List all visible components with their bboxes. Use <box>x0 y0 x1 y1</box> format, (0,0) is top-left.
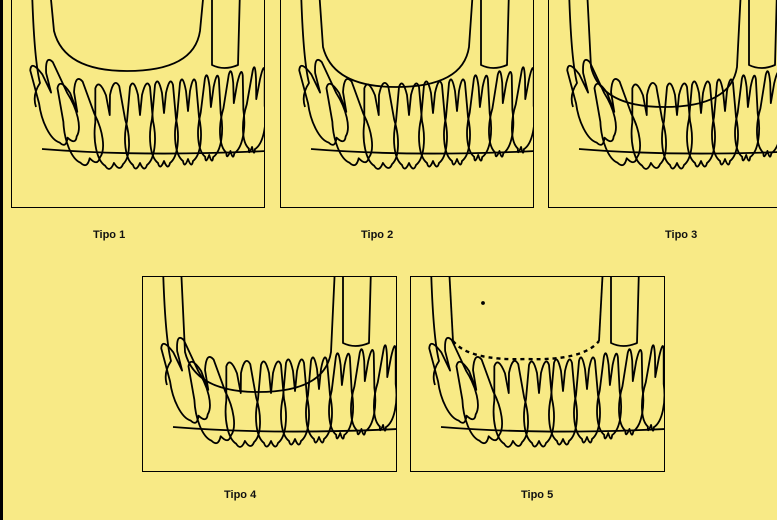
tooth-2 <box>451 355 508 447</box>
panel-tipo-3 <box>548 0 777 208</box>
zygomatic-buttress <box>611 277 639 346</box>
sinus-outline <box>587 0 741 107</box>
tooth-6 <box>574 357 600 442</box>
line-art-group <box>293 0 534 170</box>
sinus-floor-dashed <box>453 341 599 359</box>
tooth-2 <box>589 77 646 169</box>
tooth-9 <box>241 67 265 154</box>
panel-tipo-4 <box>142 276 397 472</box>
zygomatic-buttress <box>481 0 509 68</box>
panel-tipo-5 <box>410 276 665 472</box>
tooth-7 <box>596 353 623 439</box>
tooth-2 <box>321 77 378 169</box>
tooth-9 <box>640 345 665 432</box>
dot-mark <box>482 302 484 304</box>
tooth-6 <box>306 357 332 442</box>
sinus-outline <box>50 0 204 71</box>
panel-tipo-2 <box>280 0 534 208</box>
sinus-outline <box>181 277 335 392</box>
tooth-8 <box>755 71 777 158</box>
sinus-wall-right <box>599 277 603 341</box>
caption-tipo-4: Tipo 4 <box>224 489 256 501</box>
tooth-7 <box>734 75 761 161</box>
maxilla-teeth-drawing-tipo-1 <box>12 0 265 208</box>
maxilla-teeth-drawing-tipo-5 <box>411 277 665 472</box>
zygomatic-buttress <box>749 0 777 68</box>
caption-tipo-3: Tipo 3 <box>665 229 697 241</box>
tooth-9 <box>510 67 534 154</box>
tooth-7 <box>328 353 355 439</box>
line-art-group <box>561 0 777 170</box>
tooth-6 <box>175 79 201 164</box>
sinus-wall-left <box>449 277 453 341</box>
tooth-6 <box>444 79 470 164</box>
caption-tipo-1: Tipo 1 <box>93 229 125 241</box>
tooth-7 <box>466 75 493 161</box>
maxilla-teeth-drawing-tipo-4 <box>143 277 397 472</box>
zygomatic-buttress <box>343 277 371 346</box>
caption-tipo-5: Tipo 5 <box>521 489 553 501</box>
sinus-outline <box>319 0 473 87</box>
maxilla-teeth-drawing-tipo-3 <box>549 0 777 208</box>
line-art-group <box>423 277 665 448</box>
zygomatic-buttress <box>212 0 240 68</box>
tooth-2 <box>52 77 109 169</box>
caption-tipo-2: Tipo 2 <box>361 229 393 241</box>
panel-tipo-1 <box>11 0 265 208</box>
tooth-7 <box>197 75 224 161</box>
maxilla-teeth-drawing-tipo-2 <box>281 0 534 208</box>
line-art-group <box>155 277 397 448</box>
line-art-group <box>24 0 265 170</box>
tooth-6 <box>712 79 738 164</box>
tooth-2 <box>183 355 240 447</box>
tooth-9 <box>372 345 397 432</box>
